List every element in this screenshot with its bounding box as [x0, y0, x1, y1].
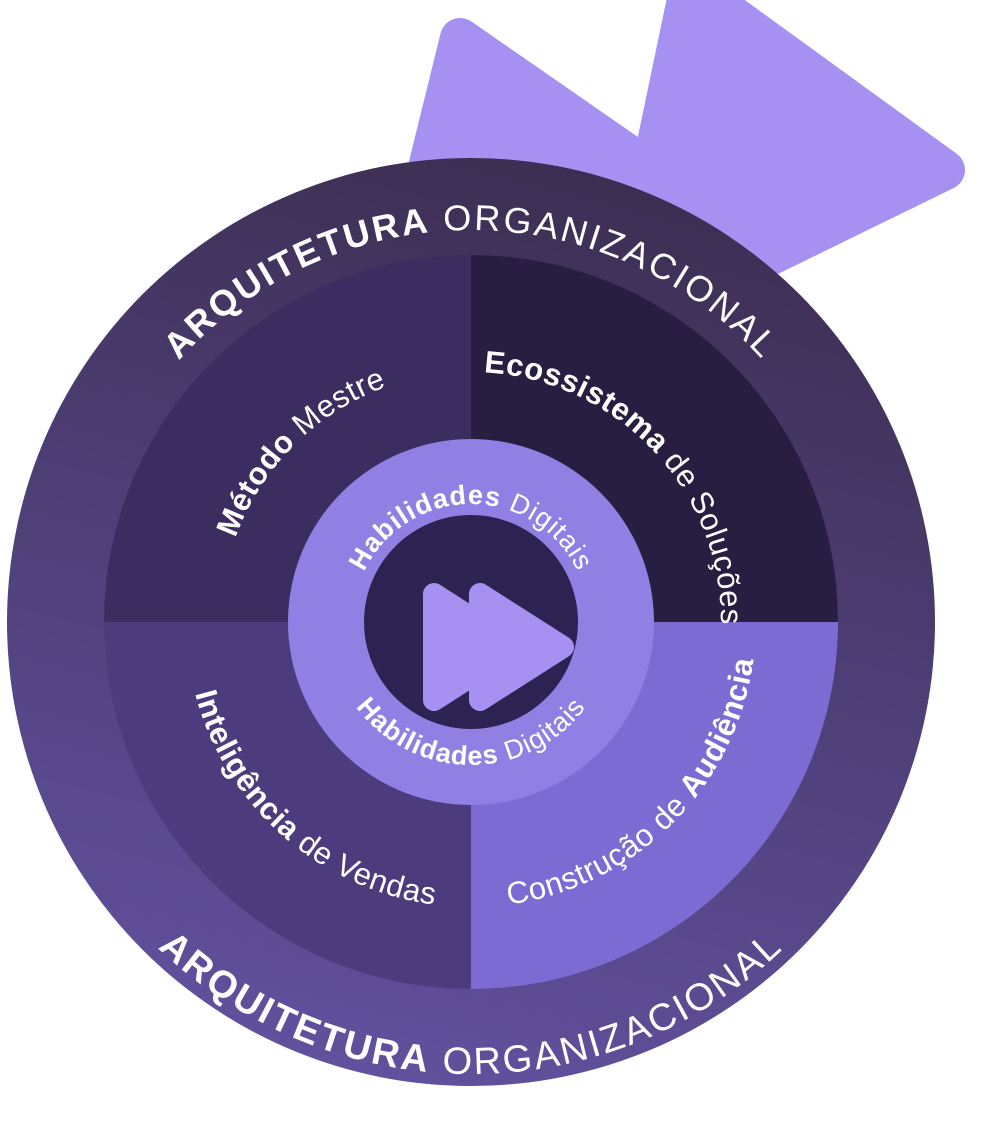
fast-forward-icon-right-triangle — [469, 583, 574, 711]
fast-forward-icon — [423, 583, 574, 711]
